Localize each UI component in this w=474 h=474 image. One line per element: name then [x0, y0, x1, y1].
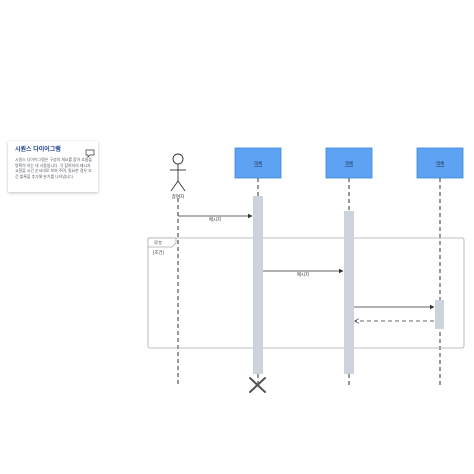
loop-fragment[interactable] — [147, 237, 465, 349]
comment-icon[interactable] — [85, 149, 95, 158]
fragment-operator-tab — [147, 237, 177, 248]
fragment-operator: 루프 — [154, 241, 162, 247]
activation-bar-1[interactable] — [253, 196, 263, 374]
participant-3[interactable]: 객체 — [416, 147, 464, 179]
activation-bar-2[interactable] — [344, 211, 354, 374]
message-1-label: 메시지 — [209, 216, 221, 223]
fragment-guard: [조건] — [153, 249, 164, 255]
note-title: 시퀀스 다이어그램 — [15, 147, 61, 153]
actor-label: 참여자 — [172, 193, 185, 200]
activation-bar-3[interactable] — [435, 300, 444, 329]
participant-2[interactable]: 객체 — [325, 147, 373, 179]
participant-2-label: 객체 — [345, 160, 353, 167]
participant-1-label: 객체 — [254, 160, 262, 167]
participant-1[interactable]: 객체 — [234, 147, 282, 179]
description-note[interactable]: 시퀀스 다이어그램 시퀀스 다이어그램은 구성의 개요를 잡아 흐름을 명확히 … — [8, 141, 98, 192]
stick-figure-icon[interactable] — [170, 153, 186, 192]
destroy-x-icon[interactable] — [249, 377, 266, 393]
message-2-label: 메시지 — [297, 271, 309, 278]
note-body: 시퀀스 다이어그램은 구성의 개요를 잡아 흐름을 명확히 하는 데 사용됩니다… — [15, 157, 92, 179]
participant-3-label: 객체 — [436, 160, 444, 167]
